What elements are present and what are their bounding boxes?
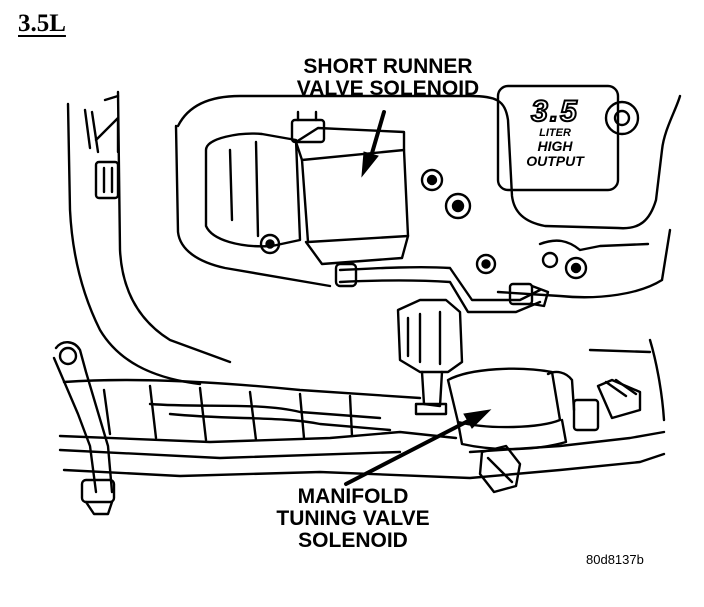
left-strut xyxy=(54,341,114,494)
manifold-tuning-valve-solenoid-label: MANIFOLD TUNING VALVE SOLENOID xyxy=(248,485,458,553)
lower-rail-bottom xyxy=(58,430,458,444)
lower-rail-top xyxy=(62,378,422,400)
mtv-leader-line xyxy=(344,418,472,486)
mtv-leader-arrowhead xyxy=(463,409,492,429)
cover-emblem xyxy=(94,160,120,200)
srv-bolt-2 xyxy=(420,168,444,192)
srv-leader-line xyxy=(368,110,386,162)
vacuum-hose xyxy=(338,265,542,302)
srv-solenoid-body xyxy=(300,148,410,244)
badge-high: HIGH xyxy=(537,138,573,155)
plenum-lower-edge xyxy=(174,124,332,288)
badge-displacement: 3.5 xyxy=(530,95,579,128)
srv-connector xyxy=(290,118,326,144)
mtv-connector xyxy=(396,298,464,374)
engine-size-title: 3.5L xyxy=(18,10,66,37)
hose-connector xyxy=(334,262,358,288)
figure-reference-code: 80d8137b xyxy=(586,552,644,567)
badge-liter: LITER xyxy=(539,126,571,139)
srv-label-line-1: SHORT RUNNER xyxy=(303,55,473,78)
mtv-label-line-1: MANIFOLD xyxy=(297,485,409,508)
srv-leader-arrowhead xyxy=(361,151,379,178)
right-lower-bolt xyxy=(564,256,588,280)
engine-badge: 3.5 LITER HIGH OUTPUT xyxy=(500,95,610,169)
srv-bolt-3 xyxy=(444,192,472,220)
badge-frame xyxy=(496,84,620,192)
badge-output: OUTPUT xyxy=(526,152,584,169)
srv-bolt-4 xyxy=(475,253,497,275)
left-cover xyxy=(66,102,202,386)
intake-plenum-outline xyxy=(176,94,682,230)
srv-label-line-2: VALVE SOLENOID xyxy=(296,77,480,101)
right-bolt xyxy=(604,100,640,136)
mtv-label-line-3: SOLENOID xyxy=(298,529,408,553)
short-runner-valve-solenoid-label: SHORT RUNNER VALVE SOLENOID xyxy=(268,55,508,101)
mtv-label-line-2: TUNING VALVE xyxy=(276,507,430,531)
mtv-solenoid-body xyxy=(446,367,562,429)
srv-bolt-1 xyxy=(259,233,281,255)
plenum-right-edge xyxy=(496,228,672,299)
